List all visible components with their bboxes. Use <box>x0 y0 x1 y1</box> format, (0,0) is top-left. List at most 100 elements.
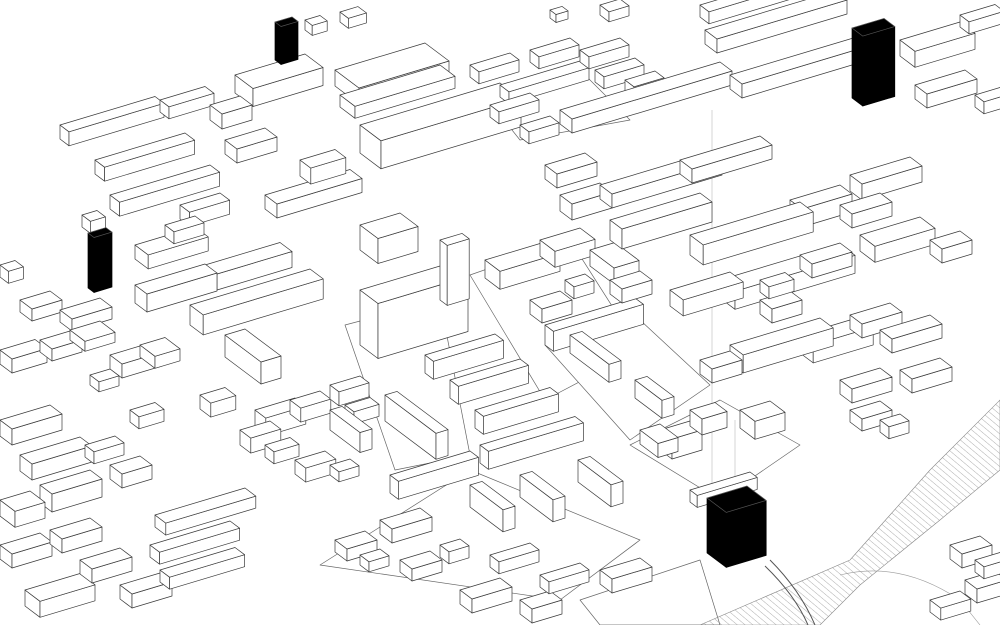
highlighted-towers <box>87 16 896 568</box>
building-roof <box>474 387 559 417</box>
building-roof <box>469 481 516 511</box>
building <box>439 538 470 565</box>
building-side <box>87 232 95 293</box>
building-roof <box>189 268 324 316</box>
building <box>479 416 584 470</box>
building <box>159 86 215 120</box>
building-roof <box>564 273 595 288</box>
building <box>679 135 773 184</box>
tower <box>851 18 896 107</box>
building-roof <box>449 358 529 387</box>
building <box>264 169 363 219</box>
building-roof <box>339 64 456 107</box>
building-roof <box>439 233 470 246</box>
building <box>519 590 563 624</box>
building <box>594 57 645 90</box>
building-roof <box>329 406 373 433</box>
building-roof <box>164 215 205 233</box>
building-roof <box>459 577 513 600</box>
building-roof <box>59 297 113 320</box>
building-roof <box>359 212 419 239</box>
building-roof <box>334 42 450 89</box>
building <box>929 590 972 621</box>
building-roof <box>669 271 744 301</box>
building <box>119 572 173 609</box>
building <box>974 87 1000 115</box>
building-roof <box>609 270 653 290</box>
building-roof <box>239 420 282 439</box>
building <box>859 216 936 263</box>
building-roof <box>0 260 24 272</box>
building-roof <box>489 92 540 113</box>
building-side <box>439 239 448 306</box>
building <box>759 272 795 300</box>
building <box>579 37 630 70</box>
building-roof <box>839 192 893 215</box>
building-front <box>280 21 299 65</box>
building <box>899 357 953 394</box>
building-roof <box>579 37 630 58</box>
building-roof <box>929 590 972 609</box>
building-roof <box>929 230 973 250</box>
building <box>529 37 580 70</box>
building <box>539 562 590 595</box>
building-roof <box>24 573 96 602</box>
building <box>914 69 978 109</box>
building-roof <box>384 391 449 434</box>
building <box>159 547 245 590</box>
building <box>639 423 679 458</box>
building-roof <box>559 61 733 120</box>
building-roof <box>469 52 520 73</box>
building <box>379 507 433 544</box>
building-roof <box>849 156 923 185</box>
building-front <box>610 480 624 508</box>
building <box>849 156 923 201</box>
building-roof <box>519 471 566 501</box>
building-front <box>983 96 1000 115</box>
building <box>799 242 853 279</box>
building-roof <box>639 423 679 444</box>
building-roof <box>539 227 596 252</box>
building <box>634 376 675 419</box>
building-roof <box>224 127 278 150</box>
ground-plate <box>579 559 721 625</box>
building <box>0 490 46 528</box>
building <box>134 263 218 313</box>
building-side <box>851 27 864 107</box>
building <box>689 201 814 266</box>
building <box>569 331 622 383</box>
building <box>0 404 63 446</box>
building-roof <box>299 149 347 169</box>
building <box>69 320 116 352</box>
building-roof <box>159 86 215 108</box>
building <box>439 233 470 306</box>
building <box>39 469 103 513</box>
building-roof <box>549 6 569 15</box>
building-front <box>446 238 470 306</box>
building <box>224 127 278 164</box>
building <box>304 15 328 36</box>
building-roof <box>379 507 433 530</box>
building <box>529 290 573 324</box>
building-roof <box>159 547 245 578</box>
building-roof <box>294 450 337 469</box>
building-roof <box>974 552 1000 568</box>
building-roof <box>949 535 993 555</box>
building <box>964 570 1000 604</box>
building-roof <box>519 115 560 133</box>
building <box>544 152 598 189</box>
building <box>959 4 1000 35</box>
building-roof <box>599 557 653 580</box>
building-roof <box>589 242 640 269</box>
building-roof <box>139 337 181 357</box>
building <box>339 64 456 119</box>
building-roof <box>344 397 380 413</box>
building <box>474 387 559 435</box>
building-roof <box>879 413 910 428</box>
building-roof <box>424 333 504 362</box>
building-roof <box>154 487 257 524</box>
building <box>359 548 390 573</box>
